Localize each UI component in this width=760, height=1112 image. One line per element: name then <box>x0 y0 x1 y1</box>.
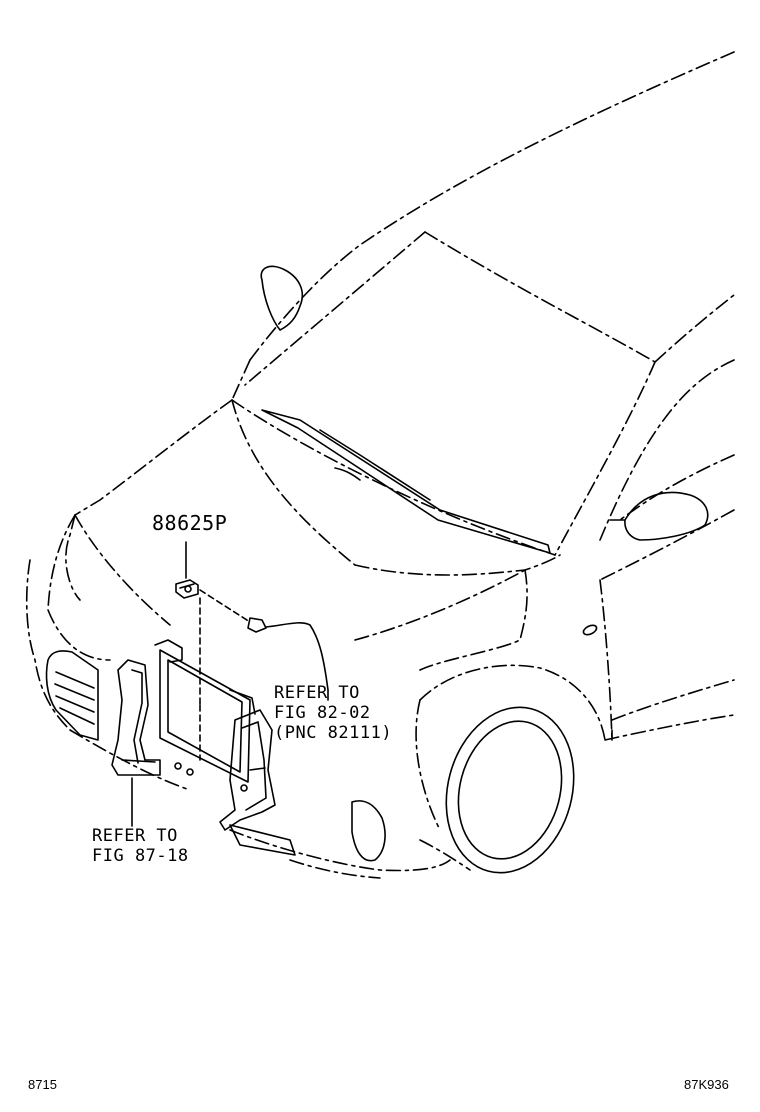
vehicle-phantom-outline <box>25 51 735 879</box>
refer-fig-82-02-line1: REFER TO <box>274 683 360 703</box>
radiator-assembly-drawing[interactable] <box>111 639 276 831</box>
part-number-88625p[interactable]: 88625P <box>152 511 228 535</box>
refer-fig-82-02-line3: (PNC 82111) <box>274 723 393 743</box>
refer-fig-87-18-line1: REFER TO <box>92 826 178 846</box>
refer-fig-82-02-line2[interactable]: FIG 82-02 <box>274 703 371 723</box>
vehicle-solid-details <box>45 265 709 874</box>
assembly-lines <box>199 589 251 706</box>
footer-right-code: 87K936 <box>684 1077 729 1092</box>
part-88625p-drawing[interactable] <box>175 579 199 599</box>
refer-fig-87-18-line2[interactable]: FIG 87-18 <box>92 846 189 866</box>
harness-connector[interactable] <box>247 617 329 691</box>
footer-left-code: 8715 <box>28 1077 57 1092</box>
